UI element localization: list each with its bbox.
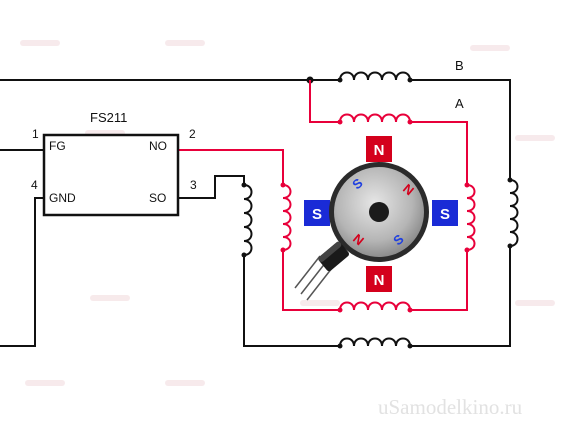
junction-dot bbox=[337, 77, 343, 83]
ic-pin-no-label: NO bbox=[149, 139, 167, 153]
junction-dot bbox=[407, 119, 413, 125]
junction-dot bbox=[464, 247, 470, 253]
coil-b-right bbox=[509, 179, 519, 247]
coil-a-left bbox=[282, 184, 292, 251]
hall-sensor bbox=[294, 241, 349, 301]
coil-b-bottom bbox=[339, 337, 411, 347]
coil-a-top bbox=[339, 113, 411, 123]
pole-bottom-label: N bbox=[374, 272, 385, 289]
winding-b-label: B bbox=[455, 58, 464, 73]
ic-pin-so-label: SO bbox=[149, 191, 166, 205]
junction-dot bbox=[507, 177, 513, 183]
junction-dot bbox=[337, 307, 343, 313]
pole-top-label: N bbox=[374, 142, 385, 159]
ic-fs211: FS211 FG GND NO SO bbox=[42, 110, 180, 217]
pole-right-label: S bbox=[440, 206, 450, 223]
pin-number-3: 3 bbox=[190, 178, 197, 192]
junction-dot bbox=[464, 182, 470, 188]
junction-dot bbox=[407, 77, 413, 83]
stator-pole-top: N bbox=[366, 136, 392, 162]
junction-dot bbox=[407, 343, 413, 349]
ic-name-label: FS211 bbox=[90, 110, 127, 125]
rotor-shaft bbox=[369, 202, 389, 222]
winding-a-label: A bbox=[455, 96, 464, 111]
stator-pole-bottom: N bbox=[366, 266, 392, 292]
rotor: S N N S bbox=[329, 162, 429, 262]
coil-b-top bbox=[339, 71, 411, 81]
junction-dot bbox=[241, 182, 247, 188]
background-watermark-pattern bbox=[20, 40, 555, 386]
coil-a-right bbox=[466, 184, 476, 251]
red-wiring bbox=[178, 80, 468, 311]
pole-left-label: S bbox=[312, 206, 322, 223]
pin-number-4: 4 bbox=[31, 178, 38, 192]
stator-pole-right: S bbox=[432, 200, 458, 226]
ic-pin-gnd-label: GND bbox=[49, 191, 76, 205]
stator-pole-left: S bbox=[304, 200, 330, 226]
pin-number-2: 2 bbox=[189, 127, 196, 141]
junction-dot bbox=[407, 307, 413, 313]
watermark-text: uSamodelkino.ru bbox=[378, 395, 523, 419]
junction-dot bbox=[507, 243, 513, 249]
junction-dot bbox=[280, 247, 286, 253]
junction-dot bbox=[337, 119, 343, 125]
pin-number-1: 1 bbox=[32, 127, 39, 141]
junction-dot bbox=[337, 343, 343, 349]
ic-pin-fg-label: FG bbox=[49, 139, 66, 153]
coil-b-left bbox=[243, 184, 253, 256]
black-wiring bbox=[0, 79, 511, 347]
junction-dot bbox=[280, 182, 286, 188]
coil-a-bottom bbox=[339, 301, 411, 311]
junction-dot bbox=[241, 252, 247, 258]
